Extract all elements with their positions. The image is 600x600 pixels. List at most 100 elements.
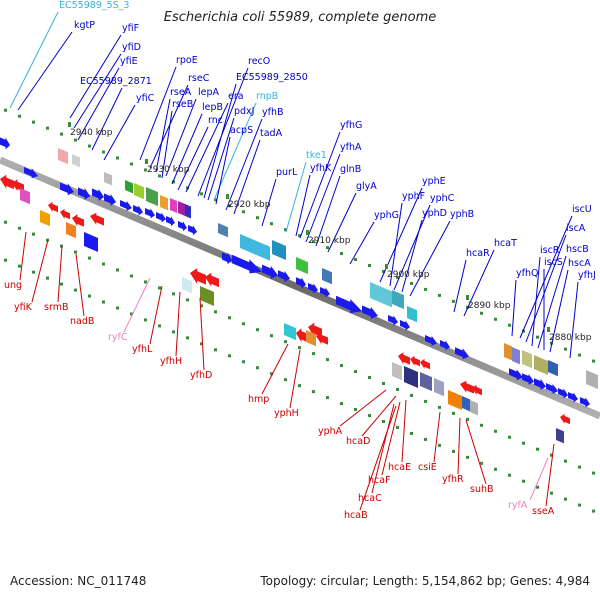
reverse-gene-arrow (560, 413, 570, 425)
tick-dot (410, 431, 413, 435)
tick-dot (18, 264, 21, 268)
feature-block (134, 183, 144, 200)
tick-dot (466, 417, 469, 421)
tick-dot (214, 198, 217, 202)
gene-label: rseA (170, 87, 192, 98)
forward-gene-arrow (455, 347, 469, 360)
tick-dot (130, 274, 133, 278)
tick-dot (242, 360, 245, 364)
gene-label: pdxJ (234, 106, 254, 117)
gene-label: purL (276, 167, 298, 178)
gene-label: yfhG (340, 120, 362, 131)
gene-label: nadB (70, 316, 94, 327)
feature-block (185, 204, 191, 219)
tick-dot (298, 234, 301, 238)
leader-line (285, 161, 307, 233)
forward-gene-arrow (60, 182, 74, 196)
tick-dot (494, 467, 497, 471)
tick-dot (368, 376, 371, 380)
tick-dot (396, 387, 399, 391)
scale-label: 2880 kbp (549, 333, 592, 343)
tick-dot (144, 168, 147, 172)
feature-block (182, 277, 192, 294)
tick-dot (88, 144, 91, 148)
leader-line (349, 221, 375, 265)
gene-label: yphG (374, 210, 399, 221)
feature-block (512, 347, 520, 365)
gene-label: hscB (566, 244, 589, 255)
gene-label: ung (4, 280, 22, 291)
leader-line (17, 31, 73, 111)
scale-tick (145, 159, 148, 164)
forward-gene-arrow (522, 373, 534, 385)
gene-label: era (228, 91, 244, 102)
tick-dot (424, 437, 427, 441)
tick-dot (326, 246, 329, 250)
leader-line (327, 192, 357, 253)
tick-dot (228, 316, 231, 320)
gene-label: hcaE (388, 462, 411, 473)
leader-line (171, 113, 203, 185)
reverse-gene-arrow (398, 352, 410, 365)
scale-tick (547, 327, 550, 332)
tick-dot (242, 322, 245, 326)
gene-label: yfhL (132, 344, 153, 355)
forward-gene-arrow (133, 205, 143, 216)
gene-label: yfhB (262, 107, 284, 118)
leader-line (315, 175, 341, 247)
feature-block (170, 198, 177, 213)
tick-dot (88, 256, 91, 260)
gene-label: rnpB (256, 91, 278, 102)
gene-label: iscA (566, 223, 586, 234)
forward-gene-arrow (222, 252, 232, 265)
tick-dot (74, 138, 77, 142)
forward-gene-arrow (232, 254, 262, 274)
gene-label: recO (248, 56, 270, 67)
leader-line (203, 83, 237, 199)
forward-gene-arrow (104, 193, 116, 206)
forward-gene-arrow (580, 397, 590, 408)
reverse-gene-arrow (316, 332, 328, 345)
gene-label: yfhR (442, 474, 464, 485)
tick-dot (144, 280, 147, 284)
tick-dot (102, 262, 105, 266)
leader-line (339, 389, 387, 427)
forward-gene-arrow (509, 368, 523, 381)
leader-line (75, 253, 85, 317)
gene-label: lepA (198, 87, 220, 98)
tick-dot (410, 393, 413, 397)
tick-dot (550, 453, 553, 457)
gene-label: yfhJ (578, 270, 596, 281)
feature-block (434, 377, 444, 397)
tick-dot (256, 366, 259, 370)
gene-label: hcaR (466, 248, 490, 259)
tick-dot (256, 216, 259, 220)
tick-dot (102, 150, 105, 154)
reverse-gene-arrow (420, 358, 430, 370)
leader-line (73, 53, 122, 129)
gene-label: iscU (572, 204, 592, 215)
leader-line (549, 269, 569, 353)
feature-block (586, 370, 598, 390)
tick-dot (522, 329, 525, 333)
scale-tick (226, 194, 229, 199)
gene-label: tadA (260, 128, 283, 139)
forward-gene-arrow (92, 188, 104, 201)
tick-dot (116, 268, 119, 272)
leader-line (531, 256, 541, 347)
tick-dot (578, 353, 581, 357)
tick-dot (200, 192, 203, 196)
tick-dot (354, 370, 357, 374)
tick-dot (284, 340, 287, 344)
tick-dot (200, 304, 203, 308)
feature-block (534, 355, 548, 375)
gene-label: iscR (540, 245, 560, 256)
leader-line (9, 11, 59, 109)
leader-line (149, 84, 189, 169)
leader-line (31, 239, 49, 303)
tick-dot (256, 328, 259, 332)
gene-label: glnB (340, 164, 361, 175)
genome-backbone (0, 156, 600, 420)
tick-dot (424, 287, 427, 291)
tick-dot (536, 447, 539, 451)
